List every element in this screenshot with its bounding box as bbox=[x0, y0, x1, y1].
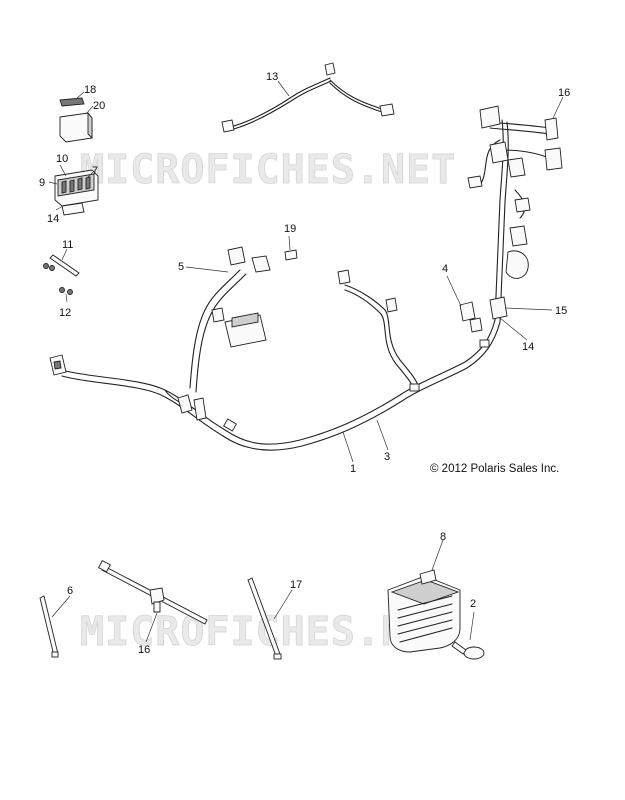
callout-14-fuse: 14 bbox=[47, 213, 59, 225]
watermark-top: MICROFICHES.NET bbox=[80, 147, 456, 193]
main-harness bbox=[49, 119, 509, 463]
callout-15: 15 bbox=[555, 305, 567, 317]
fuse-box-cover bbox=[59, 91, 94, 143]
bolt bbox=[451, 611, 485, 660]
sub-harness-13 bbox=[221, 62, 395, 133]
callout-16-bottom: 16 bbox=[138, 644, 150, 656]
callout-11: 11 bbox=[62, 239, 73, 251]
callout-14-right: 14 bbox=[522, 341, 534, 353]
upper-right-harness bbox=[467, 96, 564, 279]
callout-9: 9 bbox=[39, 177, 45, 189]
callout-19: 19 bbox=[284, 223, 296, 235]
callout-4: 4 bbox=[442, 263, 448, 275]
callout-5: 5 bbox=[178, 261, 184, 273]
callout-16-top: 16 bbox=[558, 87, 570, 99]
fuse-block bbox=[48, 164, 99, 216]
cable-tie-17 bbox=[247, 577, 293, 660]
callout-2: 2 bbox=[470, 598, 476, 610]
leader-lines bbox=[185, 235, 553, 341]
callout-8: 8 bbox=[440, 531, 446, 543]
callout-18: 18 bbox=[84, 84, 96, 96]
callout-3: 3 bbox=[384, 451, 390, 463]
cable-tie-6 bbox=[39, 595, 71, 658]
callout-17: 17 bbox=[290, 579, 302, 591]
callout-6: 6 bbox=[67, 585, 73, 597]
callout-10: 10 bbox=[56, 153, 68, 165]
callout-20: 20 bbox=[93, 100, 105, 112]
push-mount-tie bbox=[97, 559, 208, 643]
copyright-text: © 2012 Polaris Sales Inc. bbox=[430, 463, 559, 475]
callout-labels: 18 20 10 7 9 14 11 12 13 16 19 5 4 15 14… bbox=[39, 71, 570, 656]
voltage-regulator bbox=[387, 539, 461, 653]
callout-13: 13 bbox=[266, 71, 278, 83]
callout-1: 1 bbox=[350, 463, 356, 475]
bracket-screws bbox=[43, 248, 80, 303]
callout-12: 12 bbox=[59, 307, 71, 319]
callout-7: 7 bbox=[92, 165, 98, 177]
